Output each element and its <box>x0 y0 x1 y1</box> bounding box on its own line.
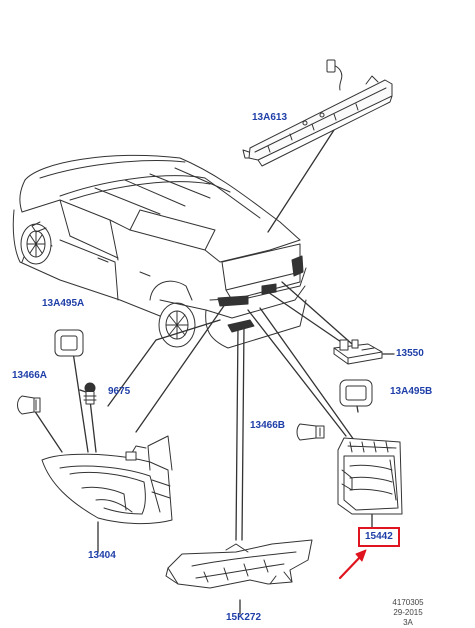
gasket-13A495A <box>54 329 84 357</box>
callout-15K272[interactable]: 15K272 <box>226 612 262 623</box>
reference-date: 29-2015 <box>393 608 423 617</box>
callout-13466A[interactable]: 13466A <box>12 370 48 381</box>
callout-13404[interactable]: 13404 <box>88 550 116 561</box>
tailgate-lamp-15442 <box>337 437 403 515</box>
callout-13550[interactable]: 13550 <box>396 348 424 359</box>
callout-13466B[interactable]: 13466B <box>250 420 286 431</box>
gasket-13A495B <box>339 379 373 407</box>
leader-lines <box>33 129 395 615</box>
callout-13A613[interactable]: 13A613 <box>252 112 288 123</box>
reference-number: 4170305 <box>392 598 424 607</box>
callout-13A495A[interactable]: 13A495A <box>42 298 85 309</box>
callout-9675[interactable]: 9675 <box>108 386 131 397</box>
vehicle-body <box>12 154 307 349</box>
bulb-13466B <box>296 423 325 441</box>
lower-lamp-15K272 <box>165 539 313 589</box>
rear-lamp-13404 <box>41 435 173 525</box>
reference-revision: 3A <box>403 618 413 627</box>
socket-9675 <box>83 382 97 405</box>
reference-block: 4170305 29-2015 3A <box>380 598 436 628</box>
highlight-arrow <box>338 549 367 580</box>
license-lamp-13550 <box>333 339 383 365</box>
high-mount-stop-lamp <box>242 59 393 167</box>
callout-15442[interactable]: 15442 <box>358 527 400 547</box>
callout-13A495B[interactable]: 13A495B <box>390 386 433 397</box>
bulb-13466A <box>17 395 41 415</box>
